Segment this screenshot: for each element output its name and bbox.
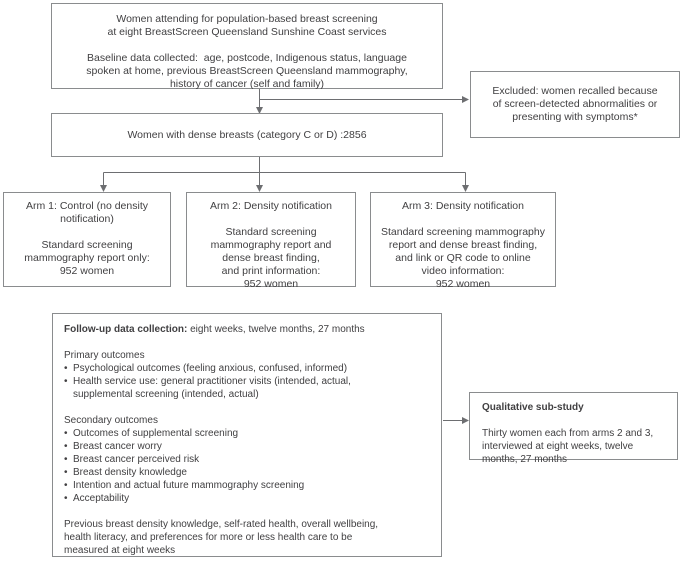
arm2-density-notification-box: Arm 2: Density notification Standard scr…	[186, 192, 356, 290]
secondary-bullet: • Intention and actual future mammograph…	[64, 479, 433, 492]
secondary-bullet: • Breast cancer perceived risk	[64, 453, 433, 466]
bullet-icon: •	[64, 363, 68, 374]
arm3-text-line: Arm 3: Density notification	[402, 200, 524, 212]
primary-outcomes-label: Primary outcomes	[64, 350, 145, 361]
qualitative-body-line: Thirty women each from arms 2 and 3,	[482, 428, 654, 439]
qualitative-body-line: months, 27 months	[482, 454, 568, 465]
arm2-text-line: Standard screening	[225, 226, 317, 238]
bullet-icon: •	[64, 376, 68, 387]
secondary-outcomes-label: Secondary outcomes	[64, 415, 158, 426]
excluded-text-line: Excluded: women recalled because	[492, 85, 658, 97]
dense-breasts-text: Women with dense breasts (category C or …	[127, 128, 367, 141]
secondary-bullet-text: Intention and actual future mammography …	[73, 480, 305, 491]
spacer	[64, 401, 433, 414]
arrowhead-arm1	[100, 185, 107, 192]
dense-breasts-box: Women with dense breasts (category C or …	[51, 113, 443, 157]
arrowhead-excluded	[462, 96, 469, 103]
arm2-text-line: and print information:	[221, 265, 321, 277]
arm1-control-box: Arm 1: Control (no density notification)…	[3, 192, 171, 287]
spacer	[64, 336, 433, 349]
secondary-bullet-text: Acceptability	[73, 493, 130, 504]
primary-bullet-text: supplemental screening (intended, actual…	[73, 389, 259, 400]
primary-bullet-text: Health service use: general practitioner…	[73, 376, 351, 387]
arm3-text-line: report and dense breast finding,	[388, 239, 538, 251]
spacer	[64, 505, 433, 518]
arm3-density-notification-box: Arm 3: Density notification Standard scr…	[370, 192, 556, 290]
primary-bullet: • Health service use: general practition…	[64, 375, 433, 401]
arm3-text-line: 952 women	[435, 278, 491, 290]
enrolment-text-line: at eight BreastScreen Queensland Sunshin…	[107, 26, 387, 38]
qualitative-body-line: interviewed at eight weeks, twelve	[482, 441, 634, 452]
secondary-bullet: • Breast cancer worry	[64, 440, 433, 453]
arm1-text-line: Arm 1: Control (no density	[26, 200, 148, 212]
enrolment-text-line: Women attending for population-based bre…	[116, 13, 378, 25]
followup-heading-rest: eight weeks, twelve months, 27 months	[187, 324, 365, 335]
arm3-text-line: video information:	[421, 265, 505, 277]
secondary-bullet-text: Breast cancer perceived risk	[73, 454, 200, 465]
arm3-text-line: Standard screening mammography	[380, 226, 545, 238]
bullet-icon: •	[64, 467, 68, 478]
secondary-bullet: • Acceptability	[64, 492, 433, 505]
secondary-bullet-text: Breast density knowledge	[73, 467, 187, 478]
bullet-icon: •	[64, 480, 68, 491]
bullet-icon: •	[64, 441, 68, 452]
arm2-text-line: dense breast finding,	[222, 252, 320, 264]
excluded-box: Excluded: women recalled because of scre…	[470, 71, 680, 138]
arm1-text-line: Standard screening	[41, 239, 133, 251]
primary-bullet-text: Psychological outcomes (feeling anxious,…	[73, 363, 348, 374]
bullet-icon: •	[64, 454, 68, 465]
enrolment-text-line: history of cancer (self and family)	[169, 78, 325, 90]
followup-closing-line: health literacy, and preferences for mor…	[64, 532, 353, 543]
arm3-text-line: and link or QR code to online	[395, 252, 531, 264]
excluded-text-line: of screen-detected abnormalities or	[492, 98, 658, 110]
arrowhead-arm2	[256, 185, 263, 192]
arm2-text-line: 952 women	[243, 278, 299, 290]
arm2-text-line: Arm 2: Density notification	[210, 200, 332, 212]
secondary-bullet-text: Breast cancer worry	[73, 441, 162, 452]
secondary-bullet: • Breast density knowledge	[64, 466, 433, 479]
primary-bullet: • Psychological outcomes (feeling anxiou…	[64, 362, 433, 375]
arm1-text-line: mammography report only:	[24, 252, 150, 264]
followup-closing-line: Previous breast density knowledge, self-…	[64, 519, 379, 530]
excluded-text-line: presenting with symptoms*	[512, 111, 638, 123]
qualitative-substudy-box: Qualitative sub-study Thirty women each …	[469, 392, 678, 465]
followup-heading-bold: Follow-up data collection:	[64, 324, 188, 335]
secondary-bullet-text: Outcomes of supplemental screening	[73, 428, 239, 439]
followup-box: Follow-up data collection: eight weeks, …	[52, 313, 442, 557]
secondary-bullet: • Outcomes of supplemental screening	[64, 427, 433, 440]
followup-heading: Follow-up data collection: eight weeks, …	[64, 323, 433, 336]
arm1-text-line: 952 women	[59, 265, 115, 277]
arm1-text-line: notification)	[60, 213, 114, 225]
enrolment-text-line: spoken at home, previous BreastScreen Qu…	[86, 65, 408, 77]
enrolment-text-line: Baseline data collected: age, postcode, …	[87, 52, 407, 64]
arm2-text-line: mammography report and	[210, 239, 332, 251]
enrolment-box: Women attending for population-based bre…	[51, 3, 443, 90]
qualitative-title: Qualitative sub-study	[482, 402, 584, 413]
followup-closing-line: measured at eight weeks	[64, 545, 176, 556]
bullet-icon: •	[64, 428, 68, 439]
bullet-icon: •	[64, 493, 68, 504]
arrowhead-arm3	[462, 185, 469, 192]
arrowhead-qualitative	[462, 417, 469, 424]
